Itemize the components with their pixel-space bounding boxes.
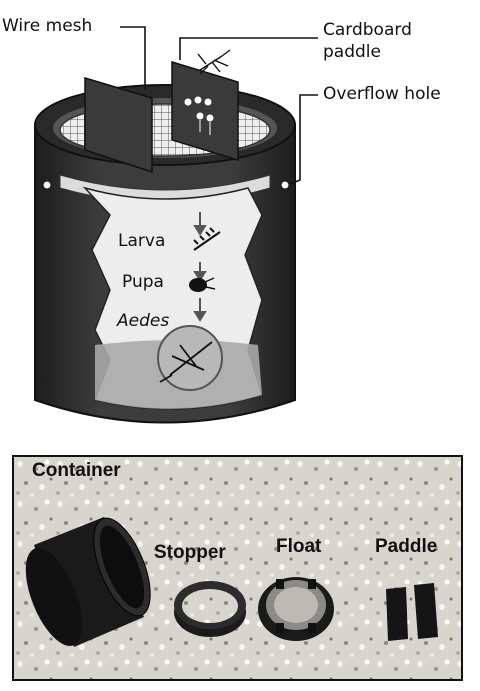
aedes-label: Aedes (117, 311, 170, 331)
callout-lines (120, 26, 318, 185)
container-object (25, 517, 151, 647)
paddle-left (84, 76, 153, 174)
container-label: Container (32, 460, 121, 481)
cardboard-paddle-label: Cardboard (323, 20, 412, 40)
wire-mesh-label: Wire mesh (2, 16, 93, 36)
paddle-right (171, 60, 239, 162)
overflow-hole-label: Overflow hole (323, 84, 441, 104)
stopper-label: Stopper (154, 542, 226, 563)
trapped-mosquito-icon (157, 325, 223, 391)
mosquito-icon (197, 49, 231, 75)
trap-illustration (34, 26, 318, 424)
float-label: Float (276, 536, 322, 557)
trap-diagram: Wire mesh Cardboard paddle Overflow hole… (2, 16, 441, 424)
pupa-icon (189, 277, 216, 292)
overflow-hole (280, 180, 290, 190)
larva-label: Larva (118, 231, 166, 251)
pupa-label: Pupa (122, 272, 164, 292)
components-illustration (14, 457, 461, 679)
stage-arrows (193, 212, 207, 322)
paddle-object (386, 583, 438, 641)
stopper-object (174, 581, 246, 637)
cardboard-paddle-label-2: paddle (323, 42, 381, 62)
overflow-hole-left (42, 180, 52, 190)
larva-icon (193, 227, 221, 251)
float-object (258, 577, 334, 641)
eggs-icon (184, 96, 214, 135)
components-photo: Container Stopper Float Paddle (12, 455, 463, 681)
paddle-label: Paddle (375, 536, 438, 557)
